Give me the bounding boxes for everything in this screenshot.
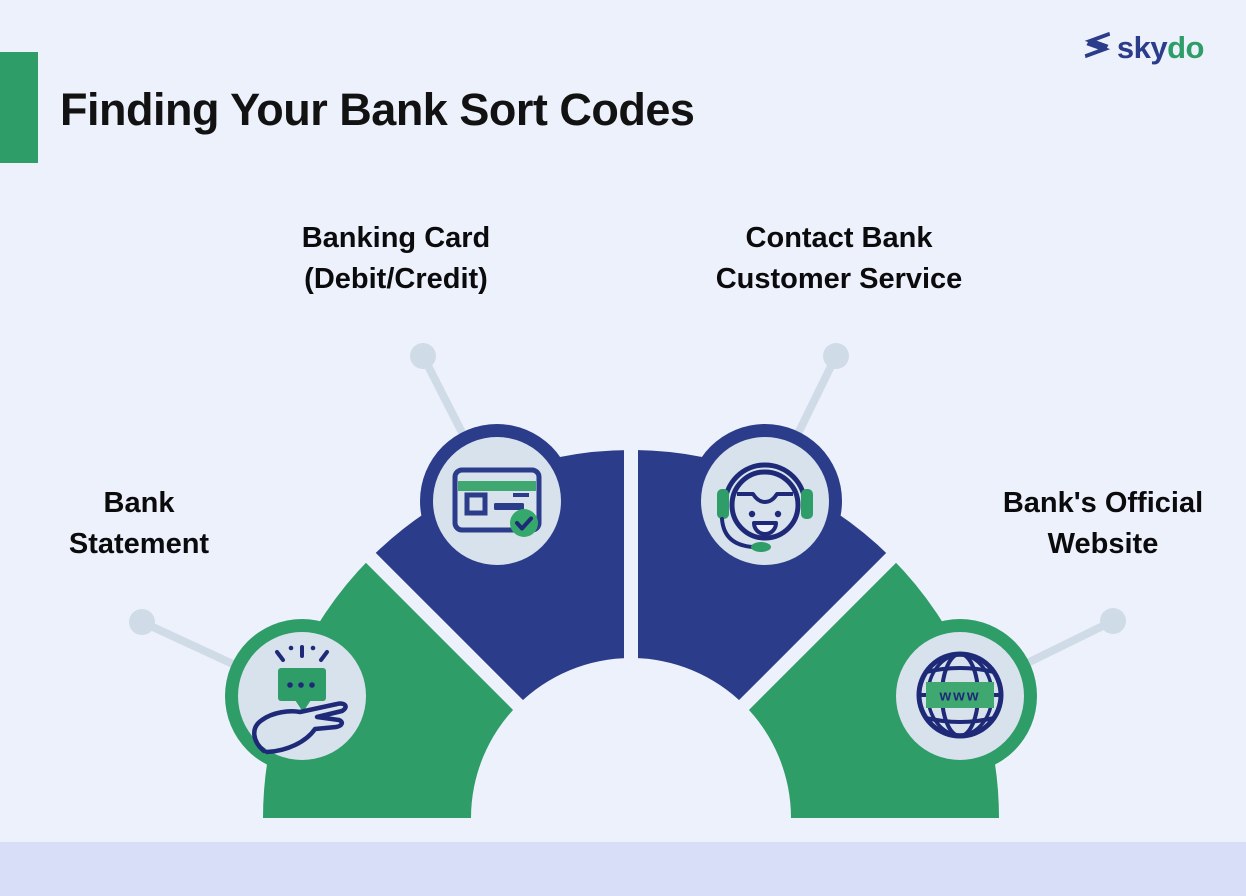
brand-logo: skydo bbox=[1082, 30, 1204, 65]
footer-strip bbox=[0, 842, 1246, 896]
sector-gaps bbox=[348, 426, 914, 716]
skydo-chevron-s-icon bbox=[1079, 30, 1115, 65]
label-line: Banking Card bbox=[301, 222, 491, 254]
connector-dot-customer-service bbox=[823, 343, 849, 369]
label-banking-card: Banking Card (Debit/Credit) bbox=[266, 218, 526, 300]
label-customer-service: Contact Bank Customer Service bbox=[694, 218, 984, 300]
label-website: Bank's Official Website bbox=[973, 483, 1233, 565]
label-line: Contact Bank bbox=[745, 222, 933, 254]
headset-agent-icon bbox=[717, 462, 813, 552]
label-line: Customer Service bbox=[715, 263, 963, 295]
label-line: Bank bbox=[103, 487, 175, 519]
label-bank-statement: Bank Statement bbox=[14, 483, 264, 565]
globe-www-icon: www bbox=[916, 651, 1004, 739]
page-title: Finding Your Bank Sort Codes bbox=[60, 84, 695, 135]
connector-dots bbox=[129, 343, 1126, 635]
badge-banking-card bbox=[420, 424, 574, 578]
brand-wordmark: skydo bbox=[1116, 30, 1205, 65]
brand-wordmark-suffix: do bbox=[1167, 30, 1204, 65]
speech-bubble-hand-icon bbox=[252, 645, 348, 755]
badge-customer-service bbox=[688, 424, 842, 578]
globe-band-text: www bbox=[938, 688, 980, 705]
label-line: Website bbox=[1047, 528, 1159, 560]
badge-bank-statement bbox=[225, 619, 379, 773]
connector-dot-bank-statement bbox=[129, 609, 155, 635]
label-line: Bank's Official bbox=[1002, 487, 1204, 519]
connector-dot-website bbox=[1100, 608, 1126, 634]
label-line: (Debit/Credit) bbox=[304, 263, 488, 295]
connector-dot-banking-card bbox=[410, 343, 436, 369]
credit-card-check-icon bbox=[452, 467, 542, 537]
title-accent-bar bbox=[0, 52, 38, 163]
brand-wordmark-prefix: sky bbox=[1116, 30, 1168, 65]
badge-website: www bbox=[883, 619, 1037, 773]
label-line: Statement bbox=[68, 528, 210, 560]
